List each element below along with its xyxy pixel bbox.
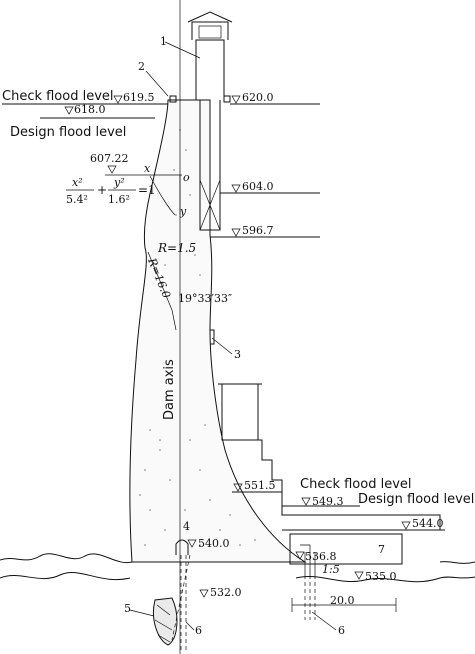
dam-axis-label: Dam axis bbox=[162, 359, 177, 420]
concrete-stipple bbox=[139, 129, 256, 546]
svg-text:3: 3 bbox=[234, 348, 241, 361]
callouts-upper: 1 2 3 bbox=[138, 35, 241, 361]
svg-text:R=1.5: R=1.5 bbox=[157, 241, 196, 255]
foundation-low-elevation: 532.0 bbox=[210, 586, 242, 599]
grout-curtain bbox=[153, 554, 316, 650]
dam-body bbox=[129, 99, 307, 563]
svg-text:7: 7 bbox=[378, 543, 385, 556]
tailrace-elevation: 535.0 bbox=[365, 570, 397, 583]
svg-text:x²: x² bbox=[72, 176, 83, 189]
powerhouse-step-elevation: 536.8 bbox=[305, 550, 337, 563]
svg-text:1.6²: 1.6² bbox=[108, 193, 130, 206]
svg-text:19°33′33″: 19°33′33″ bbox=[178, 292, 232, 305]
gallery-bottom-elevation: 596.7 bbox=[242, 224, 274, 237]
ground-profile bbox=[0, 553, 475, 583]
svg-text:6: 6 bbox=[195, 624, 202, 637]
svg-text:y: y bbox=[179, 205, 187, 218]
powerhouse-top-elevation: 544.0 bbox=[412, 517, 444, 530]
design-flood-down-elevation: 549.3 bbox=[312, 495, 344, 508]
drain-gallery-elevation: 540.0 bbox=[198, 537, 230, 550]
svg-text:2: 2 bbox=[138, 60, 145, 73]
gallery-top-elevation: 604.0 bbox=[242, 180, 274, 193]
foundation-elevations: 4 540.0 532.0 536.8 535.0 1:5 bbox=[175, 520, 397, 599]
crest-downstream-elevation: 620.0 bbox=[242, 91, 274, 104]
svg-text:5.4²: 5.4² bbox=[66, 193, 88, 206]
design-flood-downstream-label: Design flood level bbox=[358, 492, 474, 507]
check-flood-down-elevation: 551.5 bbox=[244, 479, 276, 492]
svg-text:=1: =1 bbox=[138, 183, 156, 197]
callouts-lower: 5 6 6 bbox=[124, 602, 345, 637]
downstream-water-levels: 551.5 Check flood level 549.3 Design flo… bbox=[232, 477, 474, 531]
ellipse-origin-elevation: 607.22 bbox=[90, 152, 129, 165]
svg-text:1: 1 bbox=[160, 35, 167, 48]
crest-upstream-elevation: 619.5 bbox=[123, 91, 155, 104]
svg-text:4: 4 bbox=[183, 520, 190, 533]
design-flood-upstream-label: Design flood level bbox=[10, 125, 126, 140]
svg-text:y²: y² bbox=[113, 176, 125, 189]
crest-downstream: 620.0 bbox=[230, 91, 320, 105]
svg-text:1:5: 1:5 bbox=[322, 563, 340, 576]
upper-gallery-elevations: 604.0 596.7 bbox=[210, 180, 320, 238]
svg-text:5: 5 bbox=[124, 602, 131, 615]
svg-text:o: o bbox=[183, 171, 190, 184]
check-flood-upstream-label: Check flood level bbox=[2, 89, 114, 104]
upstream-water-levels: Check flood level 619.5 618.0 Design flo… bbox=[2, 89, 168, 140]
svg-text:20.0: 20.0 bbox=[330, 594, 355, 607]
intake-tower bbox=[169, 11, 233, 231]
svg-text:x: x bbox=[144, 162, 151, 175]
width-dimension: 20.0 bbox=[291, 594, 397, 612]
check-flood-downstream-label: Check flood level bbox=[300, 477, 412, 492]
design-flood-up-elevation: 618.0 bbox=[74, 103, 106, 116]
ellipse-annotation: 607.22 x o y x² 5.4² + y² 1.6² =1 bbox=[66, 152, 190, 218]
svg-text:6: 6 bbox=[338, 624, 345, 637]
svg-text:+: + bbox=[97, 183, 107, 197]
